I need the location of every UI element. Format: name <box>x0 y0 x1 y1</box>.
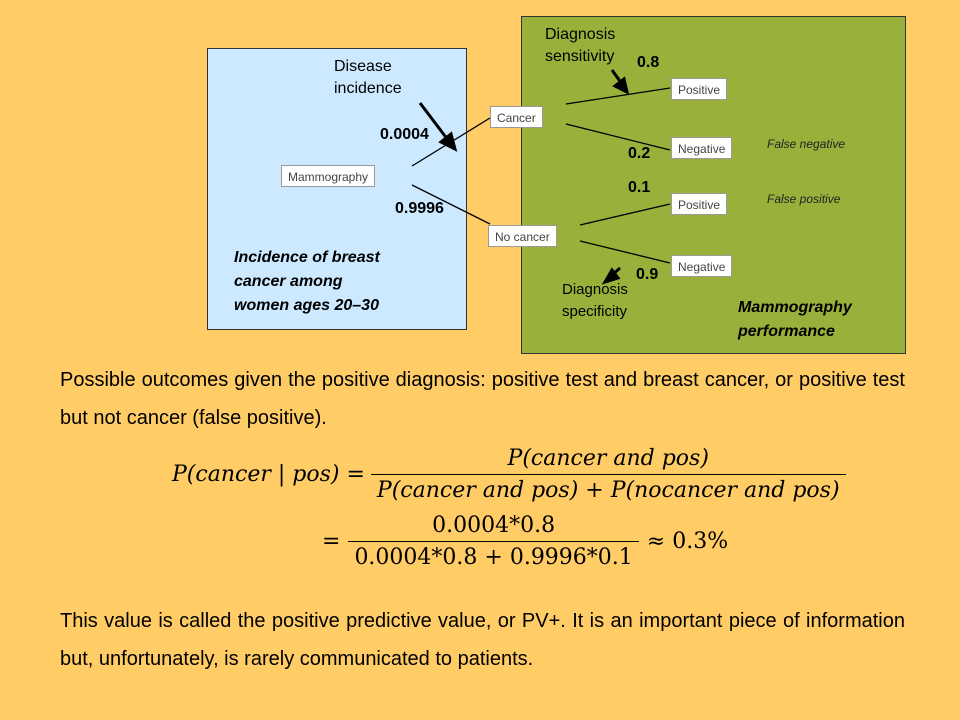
specificity-arrowhead <box>601 267 621 285</box>
label-diagnosis-sensitivity: Diagnosis sensitivity <box>545 26 616 65</box>
incidence-panel <box>207 48 467 330</box>
label-false-positive: False positive <box>767 192 841 206</box>
incidence-arrowhead <box>438 131 458 152</box>
caption-incidence: Incidence of breast cancer among women a… <box>234 249 380 314</box>
node-no-cancer: No cancer <box>488 225 557 247</box>
edge-cancer-negative <box>565 123 671 151</box>
label-disease-incidence: Disease incidence <box>334 58 402 97</box>
formula-line-1: P(cancer | pos) = P(cancer and pos) P(ca… <box>172 446 846 503</box>
edge-cancer-positive <box>565 87 671 105</box>
prob-no-cancer: 0.9996 <box>395 200 444 217</box>
prob-false-negative: 0.2 <box>628 145 651 162</box>
formula-approx: ≈ 0.3% <box>646 529 729 554</box>
formula-fraction-1: P(cancer and pos) P(cancer and pos) + P(… <box>370 446 846 503</box>
node-negative-cancer: Negative <box>671 137 733 159</box>
sensitivity-arrowhead <box>612 76 630 95</box>
prob-sensitivity: 0.8 <box>637 54 660 71</box>
caption-performance: Mammography performance <box>738 299 852 340</box>
formula-lhs: P(cancer | pos) = <box>172 462 365 487</box>
incidence-arrow <box>418 102 450 141</box>
formula-equals: = <box>322 529 341 554</box>
edge-nocancer-negative <box>579 240 671 264</box>
edge-mammography-nocancer <box>411 184 491 225</box>
pv-paragraph: This value is called the positive predic… <box>60 610 905 670</box>
performance-panel <box>521 16 906 354</box>
intro-paragraph: Possible outcomes given the positive dia… <box>60 369 905 429</box>
prob-false-positive: 0.1 <box>628 179 651 196</box>
node-mammography: Mammography <box>281 165 376 187</box>
formula-numerator: P(cancer and pos) <box>507 446 709 471</box>
prob-cancer: 0.0004 <box>380 126 429 143</box>
node-negative-nocancer: Negative <box>671 255 733 277</box>
formula-line-2: = 0.0004*0.8 0.0004*0.8 + 0.9996*0.1 ≈ 0… <box>322 513 728 570</box>
label-diagnosis-specificity: Diagnosis specificity <box>562 281 628 320</box>
formula-denominator-2: 0.0004*0.8 + 0.9996*0.1 <box>348 541 639 570</box>
formula-denominator: P(cancer and pos) + P(nocancer and pos) <box>370 474 846 503</box>
formula-fraction-2: 0.0004*0.8 0.0004*0.8 + 0.9996*0.1 <box>348 513 639 570</box>
edge-nocancer-positive <box>579 203 671 226</box>
node-positive-cancer: Positive <box>671 78 728 100</box>
label-false-negative: False negative <box>767 137 846 151</box>
prob-specificity: 0.9 <box>636 266 659 283</box>
node-positive-nocancer: Positive <box>671 193 728 215</box>
formula-numerator-2: 0.0004*0.8 <box>432 513 556 538</box>
node-cancer: Cancer <box>490 106 543 128</box>
